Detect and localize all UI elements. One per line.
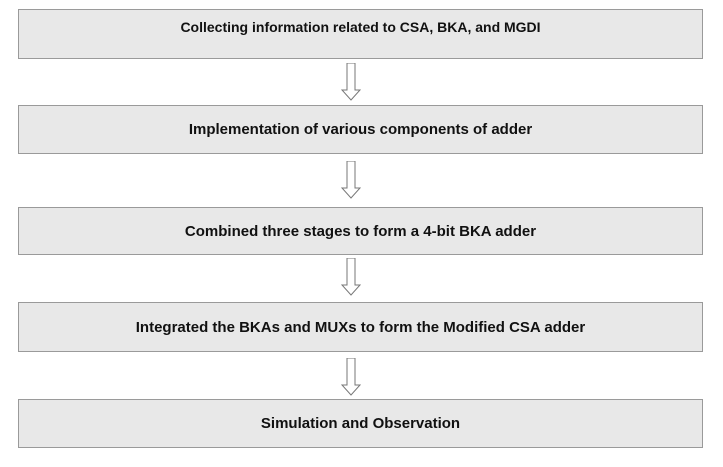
step-label: Simulation and Observation bbox=[260, 415, 461, 432]
down-arrow-icon bbox=[341, 258, 361, 296]
step-label: Integrated the BKAs and MUXs to form the… bbox=[135, 318, 586, 336]
step-box-collecting-information: Collecting information related to CSA, B… bbox=[18, 9, 703, 59]
down-arrow-icon bbox=[341, 358, 361, 396]
step-box-combined-stages: Combined three stages to form a 4-bit BK… bbox=[18, 207, 703, 255]
step-label: Collecting information related to CSA, B… bbox=[180, 19, 541, 35]
step-box-simulation: Simulation and Observation bbox=[18, 399, 703, 448]
step-label: Implementation of various components of … bbox=[188, 121, 533, 138]
step-box-integration: Integrated the BKAs and MUXs to form the… bbox=[18, 302, 703, 352]
down-arrow-icon bbox=[341, 63, 361, 101]
step-label: Combined three stages to form a 4-bit BK… bbox=[184, 222, 537, 240]
down-arrow-icon bbox=[341, 161, 361, 199]
step-box-implementation: Implementation of various components of … bbox=[18, 105, 703, 154]
